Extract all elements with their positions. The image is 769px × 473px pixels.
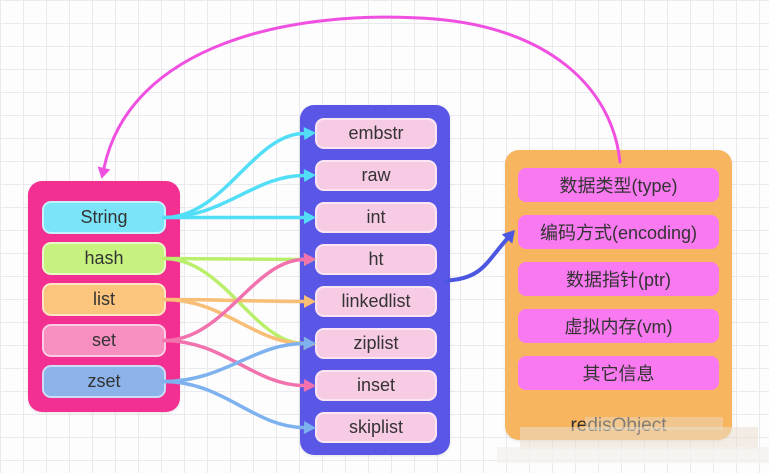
node-hash: hash [42, 242, 166, 275]
node-int: int [315, 202, 437, 233]
redis-object-box: 数据类型(type) 编码方式(encoding) 数据指针(ptr) 虚拟内存… [505, 150, 732, 440]
field-encoding: 编码方式(encoding) [518, 215, 719, 249]
node-linkedlist: linkedlist [315, 286, 437, 317]
redis-data-types-box: String hash list set zset [28, 181, 180, 412]
field-type: 数据类型(type) [518, 168, 719, 202]
node-embstr: embstr [315, 118, 437, 149]
encodings-box: embstr raw int ht linkedlist ziplist ins… [300, 105, 450, 455]
field-other: 其它信息 [518, 356, 719, 390]
node-skiplist: skiplist [315, 412, 437, 443]
node-ziplist: ziplist [315, 328, 437, 359]
node-inset: inset [315, 370, 437, 401]
field-ptr: 数据指针(ptr) [518, 262, 719, 296]
node-string: String [42, 201, 166, 234]
redis-object-caption: redisObject [570, 415, 667, 436]
watermark-smudge [497, 447, 769, 463]
node-set: set [42, 324, 166, 357]
node-ht: ht [315, 244, 437, 275]
node-raw: raw [315, 160, 437, 191]
node-zset: zset [42, 365, 166, 398]
node-list: list [42, 283, 166, 316]
field-vm: 虚拟内存(vm) [518, 309, 719, 343]
